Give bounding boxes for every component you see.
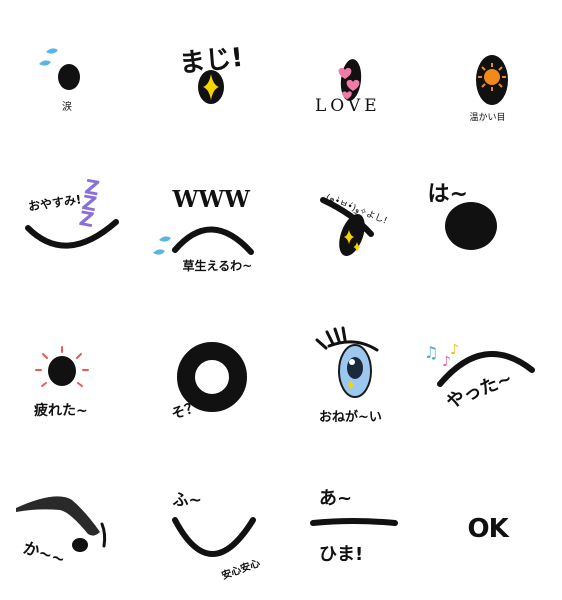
music-note-icon: ♫ xyxy=(424,343,438,362)
yatta-eye-drawing: ♫ ♪ ♪ xyxy=(424,342,535,387)
sticker-maji[interactable]: まじ! xyxy=(141,0,282,150)
so-eye-drawing xyxy=(176,342,247,412)
caption: 草生えるわ~ xyxy=(182,259,253,273)
heart-icon xyxy=(346,79,360,91)
eye-highlight xyxy=(349,359,355,365)
sparkle-icon xyxy=(353,242,361,252)
relief-eye-drawing xyxy=(171,517,256,557)
caption: OK xyxy=(467,514,509,544)
ka-eye-drawing xyxy=(16,496,107,552)
tear-eye-drawing xyxy=(39,48,80,90)
caption: 疲れた~ xyxy=(34,403,88,419)
heart-icon xyxy=(338,67,352,79)
sticker-grass[interactable]: WWW 草生えるわ~ xyxy=(141,150,282,300)
caption: 温かい目 xyxy=(469,113,506,123)
sticker-bored[interactable]: あ~ ひま! xyxy=(281,450,422,600)
closed-eye-curve xyxy=(171,517,256,557)
grass-eye-drawing xyxy=(152,226,254,255)
sweat-drop-icon xyxy=(158,236,171,242)
sticker-yatta[interactable]: ♫ ♪ ♪ やった~ xyxy=(422,300,562,450)
music-note-icon: ♪ xyxy=(450,342,459,358)
love-eye-drawing xyxy=(338,59,362,101)
eye-dot xyxy=(72,538,88,552)
music-note-icon: ♪ xyxy=(442,354,451,370)
sticker-ok[interactable]: OK xyxy=(422,450,562,600)
caption: は~ xyxy=(427,182,468,207)
sticker-ha[interactable]: は~ xyxy=(422,150,562,300)
sticker-love[interactable]: LOVE xyxy=(281,0,422,150)
eyelid-stroke xyxy=(100,522,107,548)
angry-brow xyxy=(16,496,100,536)
yoshi-eye-drawing xyxy=(320,197,374,257)
eye-blob xyxy=(444,202,497,250)
bored-eye-drawing xyxy=(310,518,398,526)
sweat-drop-icon xyxy=(152,249,165,255)
sun-icon xyxy=(483,69,500,85)
eyelashes xyxy=(315,326,379,352)
sparkle-icon xyxy=(202,74,219,100)
sweat-drop-icon xyxy=(39,60,51,66)
sweat-drop-icon xyxy=(46,48,58,54)
sticker-warm-eye[interactable]: 温かい目 xyxy=(422,0,562,150)
sticker-relief[interactable]: ふ~ 安心安心 xyxy=(141,450,282,600)
sticker-tired[interactable]: 疲れた~ xyxy=(0,300,141,450)
sticker-ka[interactable]: か~~ xyxy=(0,450,141,600)
goodnight-eye-drawing xyxy=(25,219,119,249)
sticker-tear[interactable]: 涙 xyxy=(0,0,141,150)
stress-rays xyxy=(35,346,89,387)
flat-eye-line xyxy=(310,518,398,526)
caption: ふ~ xyxy=(172,490,202,509)
caption: 涙 xyxy=(62,102,72,113)
happy-eye-arc xyxy=(436,351,535,387)
caption: おねが~い xyxy=(319,410,382,425)
sticker-so[interactable]: そ？ xyxy=(141,300,282,450)
caption: あ~ xyxy=(319,488,353,509)
heart-icon xyxy=(342,91,352,100)
laugh-text: WWW xyxy=(172,186,251,213)
sun-rays xyxy=(477,63,506,91)
caption: LOVE xyxy=(315,96,381,116)
sparkle-icon xyxy=(344,230,354,244)
warm-eye-drawing xyxy=(475,55,508,105)
sticker-goodnight[interactable]: おやすみ! Z Z Z xyxy=(0,150,141,300)
ha-eye-drawing xyxy=(444,202,497,250)
closed-eye-curve xyxy=(25,219,119,249)
sparkle-icon xyxy=(347,380,355,390)
eye-dot xyxy=(48,356,76,386)
caption: まじ! xyxy=(177,42,245,80)
eye-dot xyxy=(58,64,80,90)
please-eye-drawing xyxy=(315,326,379,398)
maji-eye-drawing xyxy=(197,70,224,104)
ring-eye xyxy=(176,342,247,412)
happy-eye-arc xyxy=(171,226,254,255)
pupil xyxy=(347,357,363,379)
sticker-please[interactable]: おねが~い xyxy=(281,300,422,450)
eyelid-line xyxy=(320,197,374,237)
tired-eye-drawing xyxy=(35,346,89,387)
sub-caption: ひま! xyxy=(319,544,364,565)
sticker-yoshi[interactable]: (๑•̀ㅂ•́)و✧よし! xyxy=(281,150,422,300)
